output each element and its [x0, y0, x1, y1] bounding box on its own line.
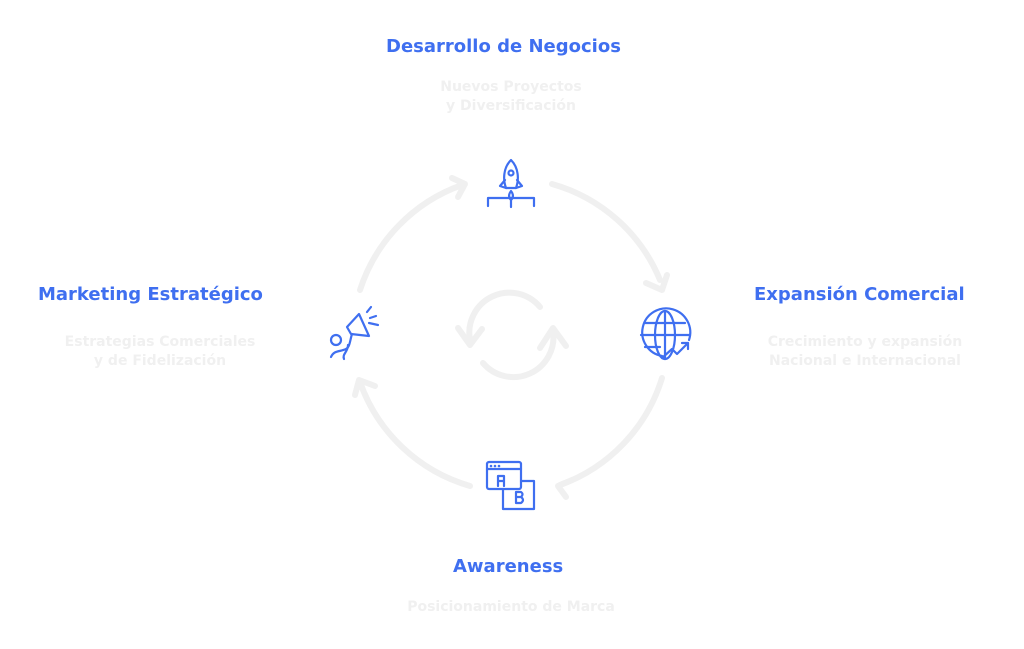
subtitle-line: Nuevos Proyectos — [440, 79, 582, 95]
arrowhead — [555, 477, 575, 500]
globe-growth-icon — [639, 307, 692, 361]
center-cycle-arc — [480, 328, 557, 381]
node-title-expansion: Expansión Comercial — [754, 284, 965, 305]
node-subtitle-marketing: Estrategias Comerciales y de Fidelizació… — [35, 333, 285, 371]
arrow-left-to-top — [357, 182, 465, 293]
ab-test-icon — [485, 460, 536, 511]
subtitle-line: Posicionamiento de Marca — [407, 599, 615, 615]
browser-dots — [489, 464, 501, 468]
node-title-desarrollo: Desarrollo de Negocios — [386, 36, 621, 57]
subtitle-line: Nacional e Internacional — [769, 353, 961, 369]
arrow-top-to-right — [549, 181, 663, 283]
subtitle-line: Crecimiento y expansión — [767, 334, 963, 350]
arrowhead — [449, 175, 468, 200]
subtitle-line: y de Fidelización — [93, 353, 227, 369]
arrow-right-to-bottom — [557, 375, 665, 488]
arrowhead — [643, 272, 670, 293]
arrowhead — [352, 377, 378, 398]
node-subtitle-awareness: Posicionamiento de Marca — [381, 598, 641, 617]
rocket-icon — [486, 158, 536, 209]
node-title-marketing: Marketing Estratégico — [38, 284, 263, 305]
center-cycle-arc — [466, 289, 543, 343]
node-title-awareness: Awareness — [453, 556, 564, 577]
megaphone-icon — [329, 305, 380, 361]
arrow-bottom-to-left — [357, 379, 473, 489]
node-subtitle-desarrollo: Nuevos Proyectos y Diversificación — [411, 78, 611, 116]
subtitle-line: Estrategias Comerciales — [64, 334, 256, 350]
subtitle-line: y Diversificación — [446, 98, 576, 114]
node-subtitle-expansion: Crecimiento y expansión Nacional e Inter… — [745, 333, 985, 371]
